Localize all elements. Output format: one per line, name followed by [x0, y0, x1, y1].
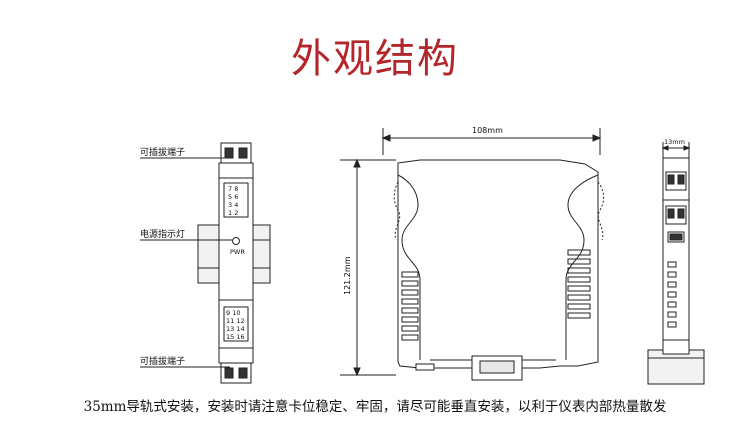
front-view — [140, 142, 271, 384]
side-foot — [415, 363, 435, 371]
bottom-screw-left — [224, 367, 234, 379]
label-pwr: PWR — [230, 248, 245, 256]
terminal-bottom-row1: 9 10 — [226, 309, 240, 317]
vent-slots-right — [567, 249, 591, 319]
vent-slots-left — [401, 271, 419, 341]
bottom-screw-right — [238, 367, 248, 379]
side-right-clip-dashed — [597, 181, 605, 241]
dim-width-arrow-right — [592, 134, 602, 142]
dim-depth-arrow-right — [683, 145, 691, 151]
din-rail-clip-inner — [479, 360, 515, 374]
side-housing — [397, 159, 599, 369]
terminal-top-row4: 1 2 — [228, 209, 238, 217]
dim-height-label: 121.2mm — [343, 256, 352, 295]
install-caption: 35mm导轨式安装，安装时请注意卡位稳定、牢固，请尽可能垂直安装，以利于仪表内部… — [83, 399, 667, 415]
end-din-rail — [647, 349, 705, 385]
bottom-terminal-window — [223, 306, 249, 342]
terminal-top-row3: 3 4 — [228, 201, 238, 209]
terminal-bottom-row2: 11 12 — [226, 317, 245, 325]
terminal-bottom-row3: 13 14 — [226, 325, 245, 333]
end-view — [647, 142, 705, 385]
terminal-bottom-row4: 15 16 — [226, 333, 245, 341]
label-top-terminal: 可插拔端子 — [140, 146, 185, 158]
dim-height-arrow-top — [353, 158, 361, 168]
end-vent-slots — [667, 261, 677, 328]
side-view — [340, 128, 605, 381]
dim-width-label: 108mm — [472, 126, 503, 135]
dim-height-arrow-bottom — [353, 367, 361, 377]
top-screw-left — [224, 147, 234, 159]
side-left-clip — [397, 174, 421, 360]
dim-depth-arrow-left — [661, 145, 669, 151]
terminal-top-row1: 7 8 — [228, 185, 238, 193]
label-bottom-terminal: 可插拔端子 — [140, 355, 185, 367]
power-led — [232, 237, 240, 245]
page-title: 外观结构 — [291, 36, 459, 82]
top-screw-right — [238, 147, 248, 159]
top-terminal-window — [223, 182, 249, 218]
label-power-led: 电源指示灯 — [140, 228, 185, 240]
dim-depth-label: 13mm — [664, 138, 685, 146]
terminal-top-row2: 5 6 — [228, 193, 238, 201]
side-left-clip-dashed — [393, 181, 401, 241]
dim-width-arrow-left — [381, 134, 391, 142]
